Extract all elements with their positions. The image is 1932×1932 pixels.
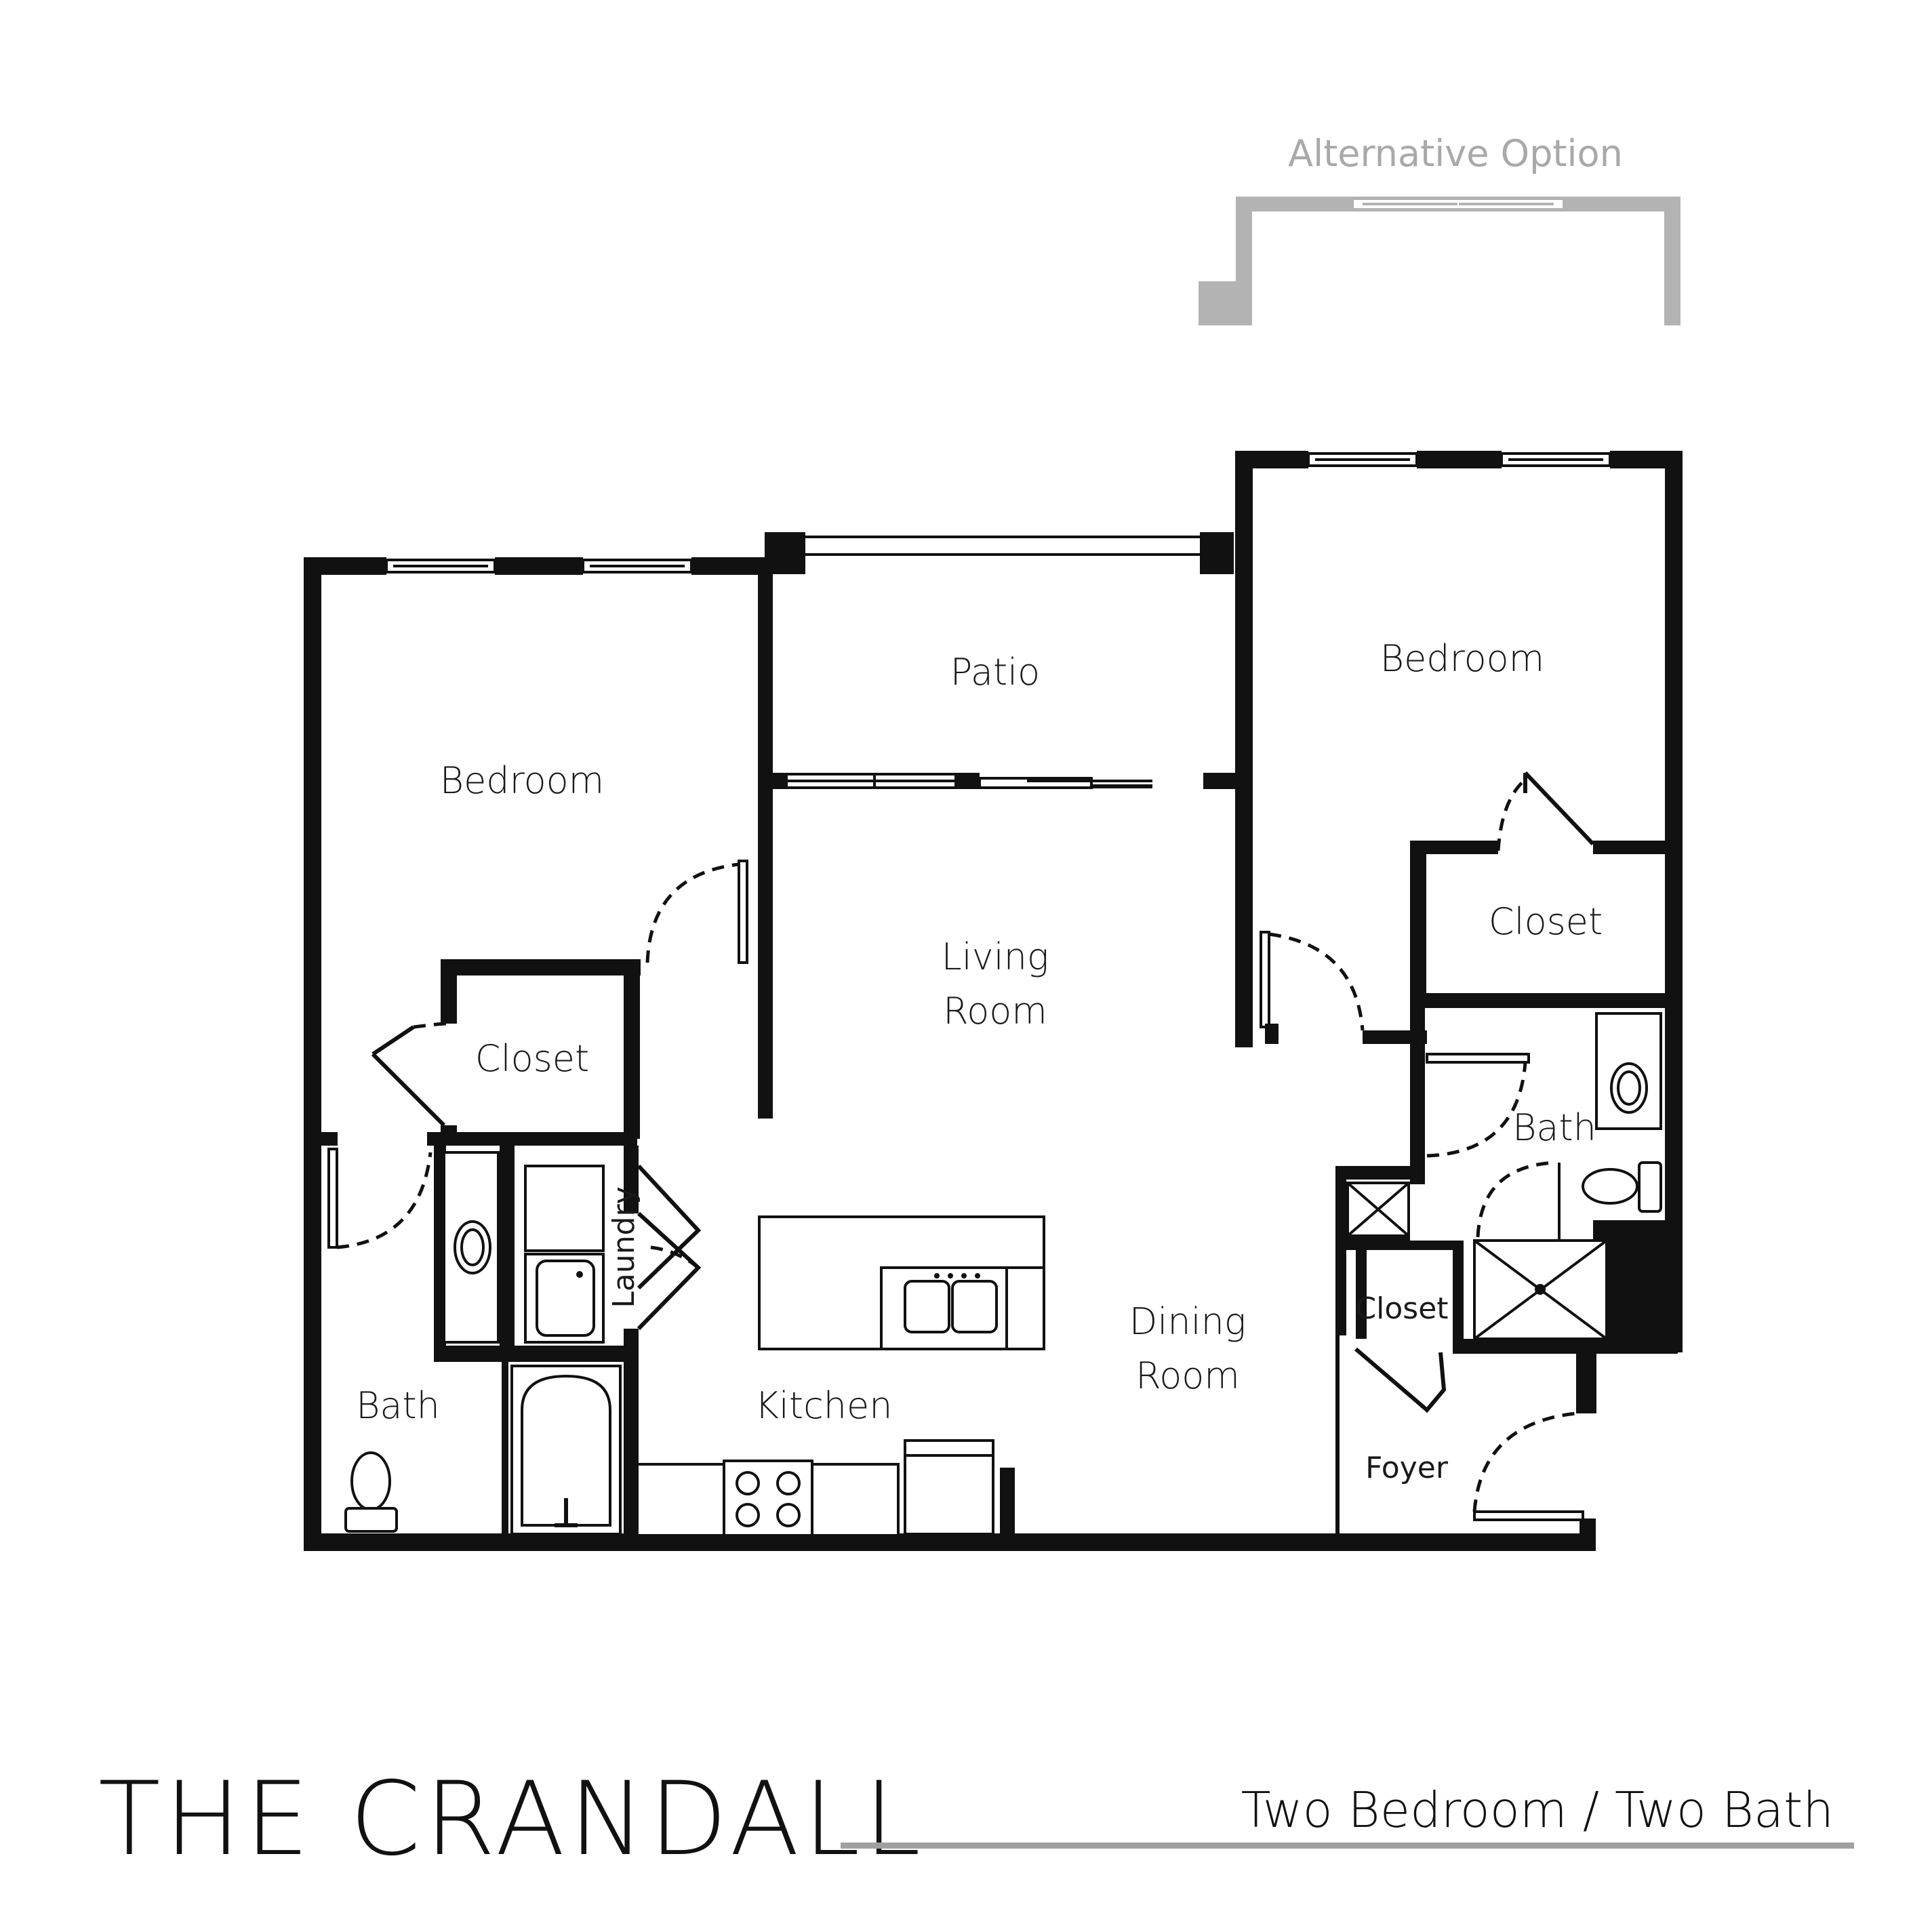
room-label-dining: Dining <box>1129 1300 1246 1343</box>
fixtures <box>344 1012 1662 1537</box>
room-label-living: Living <box>942 935 1049 978</box>
room-label-closet-right: Closet <box>1489 900 1603 943</box>
room-label-bedroom-left: Bedroom <box>440 759 605 802</box>
alternative-option-label: Alternative Option <box>1288 132 1623 175</box>
doors <box>327 771 1595 1521</box>
room-labels: Bedroom Patio Bedroom Living Room Closet… <box>356 637 1603 1485</box>
room-label-bedroom-right: Bedroom <box>1380 637 1545 680</box>
plan-title: THE CRANDALL <box>98 1760 925 1878</box>
room-label-closet-left: Closet <box>475 1037 589 1080</box>
footer-rule <box>841 1843 1854 1849</box>
room-label-closet-foyer: Closet <box>1355 1291 1448 1326</box>
room-label-bath-right: Bath <box>1512 1106 1596 1149</box>
room-label-laundry: Laundry <box>607 1186 641 1308</box>
room-label-kitchen: Kitchen <box>755 1384 893 1427</box>
room-label-dining-room: Room <box>1135 1354 1240 1397</box>
walls <box>304 451 1683 1551</box>
plan-subtitle: Two Bedroom / Two Bath <box>1241 1782 1834 1838</box>
windows <box>385 451 1611 789</box>
room-label-bath-left: Bath <box>356 1384 440 1427</box>
room-label-patio: Patio <box>950 651 1040 693</box>
footer: THE CRANDALL Two Bedroom / Two Bath <box>98 1760 1854 1878</box>
alternative-option: Alternative Option <box>1199 132 1681 325</box>
room-label-foyer: Foyer <box>1365 1451 1449 1485</box>
room-label-living-room: Room <box>943 990 1047 1032</box>
